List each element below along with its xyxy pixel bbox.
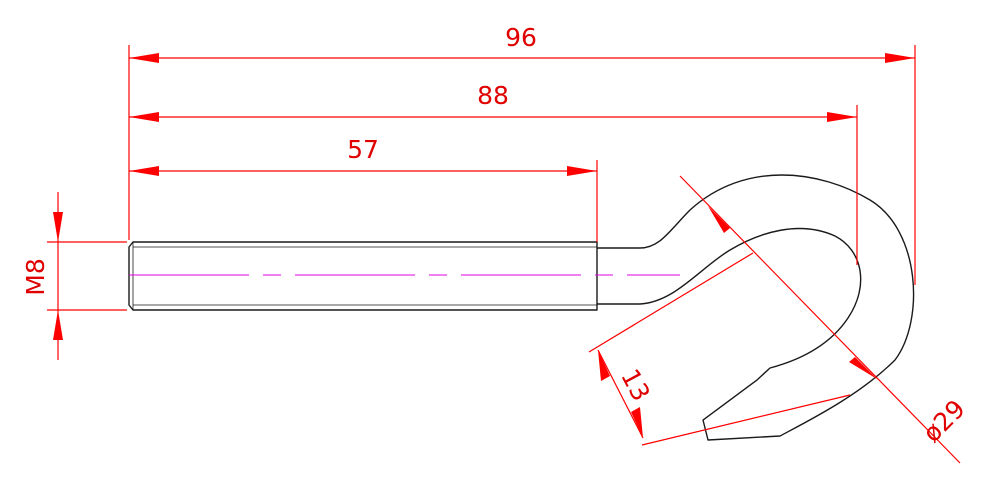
arrow-right-88 xyxy=(827,112,857,122)
extension-line-13-a xyxy=(588,252,754,353)
dimension-line-diameter xyxy=(679,175,961,464)
arrow-bottom-m8 xyxy=(53,310,63,340)
arrow-left-88 xyxy=(129,112,159,122)
arrow-left-96 xyxy=(129,53,159,63)
dimension-length-88: 88 xyxy=(129,81,858,265)
dimension-thread-length: 57 xyxy=(129,135,598,242)
hook-bolt-part xyxy=(128,174,915,441)
arrow-top-diameter xyxy=(708,206,730,233)
arrow-left-57 xyxy=(129,166,159,176)
arrow-top-13 xyxy=(598,350,610,381)
hook-outer-contour xyxy=(597,174,915,441)
label-diameter: ø29 xyxy=(917,394,971,448)
dimension-thread-size: M8 xyxy=(21,192,127,360)
extension-line-13-b xyxy=(641,394,851,446)
label-88: 88 xyxy=(477,81,509,110)
dimension-line-13 xyxy=(597,349,644,439)
threaded-shank xyxy=(128,241,598,311)
label-m8: M8 xyxy=(21,258,50,295)
dimension-hook-opening: 13 xyxy=(588,252,851,446)
label-96: 96 xyxy=(505,23,537,52)
arrow-right-57 xyxy=(567,166,597,176)
label-13: 13 xyxy=(615,364,656,406)
arrow-bottom-diameter xyxy=(849,357,877,379)
arrow-bottom-13 xyxy=(631,407,643,438)
dimension-hook-diameter: ø29 xyxy=(679,175,971,464)
dimension-overall-length: 96 xyxy=(128,23,916,285)
arrow-top-m8 xyxy=(53,212,63,242)
arrow-right-96 xyxy=(885,53,915,63)
label-57: 57 xyxy=(347,135,379,164)
